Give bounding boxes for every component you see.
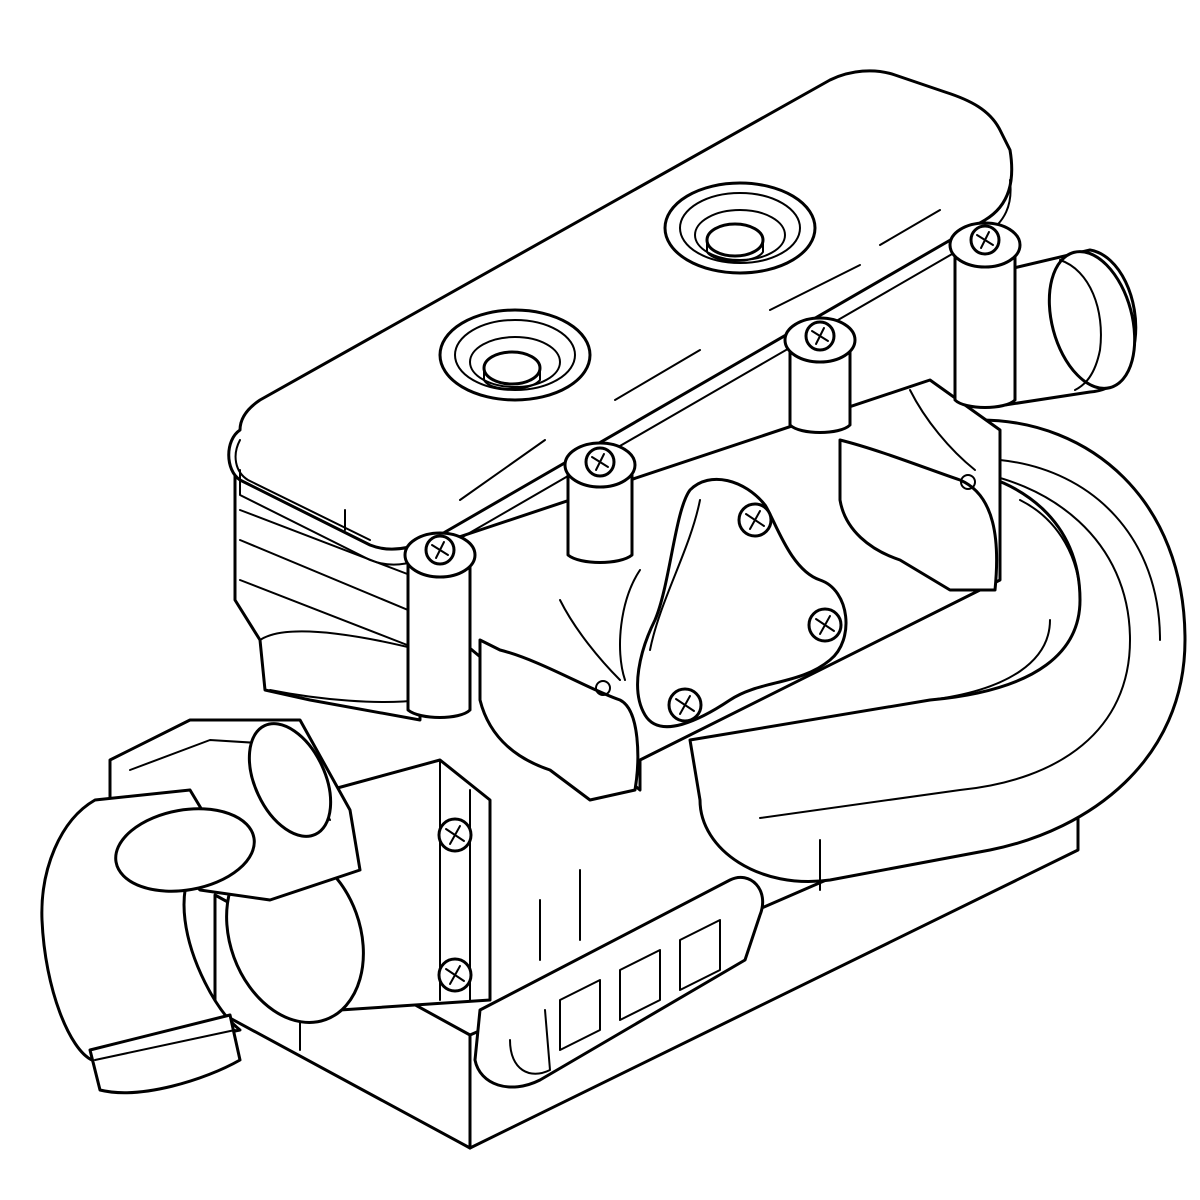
screw-icon xyxy=(807,607,843,643)
screw-icon xyxy=(737,502,773,538)
screw-icon xyxy=(969,224,1001,256)
mounting-clips xyxy=(478,389,999,802)
front-grille xyxy=(473,869,765,1089)
screw-icon xyxy=(437,817,473,853)
screw-heads xyxy=(424,224,1001,993)
right-pipe-stub xyxy=(1003,248,1138,407)
top-button-right xyxy=(663,181,817,275)
screw-icon xyxy=(437,957,473,993)
screw-icon xyxy=(667,687,703,723)
screw-icon xyxy=(804,320,836,352)
screw-icon xyxy=(584,446,616,478)
screw-icon xyxy=(424,534,456,566)
top-button-left xyxy=(438,308,592,402)
screw-posts xyxy=(403,221,1022,719)
left-valve-assembly xyxy=(40,718,492,1095)
u-pipe xyxy=(688,418,1187,891)
